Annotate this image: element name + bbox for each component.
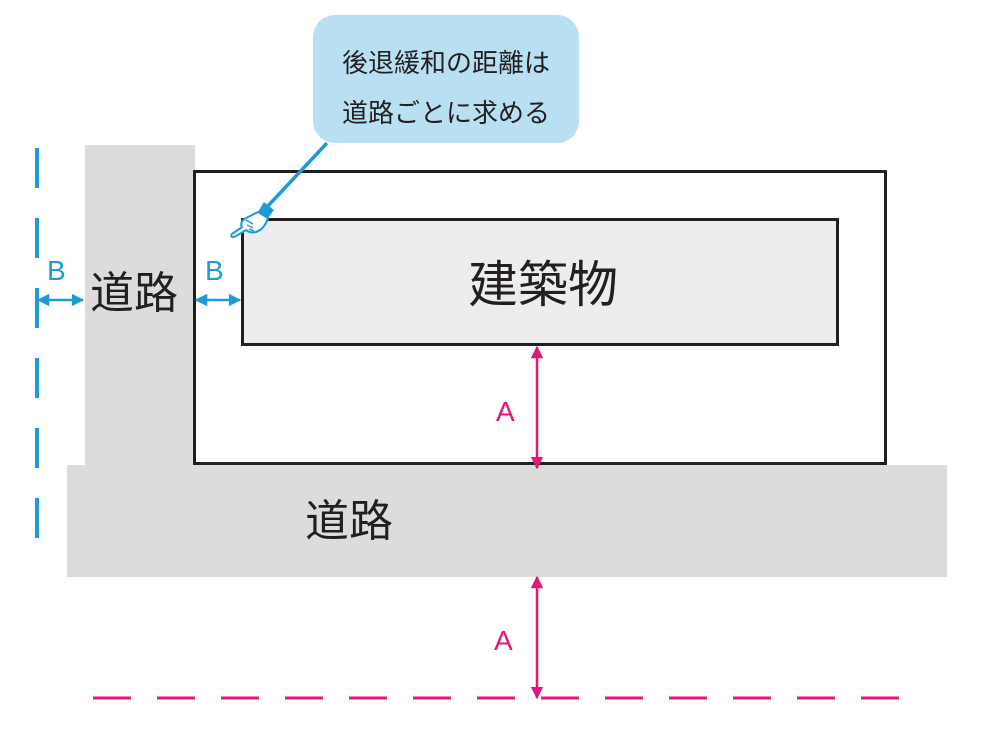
setback-a-upper-label: A (496, 396, 515, 427)
left-road-label: 道路 (90, 268, 178, 319)
setback-b-left-label: B (47, 255, 66, 286)
bottom-road (67, 465, 947, 577)
pointing-hand-icon (230, 202, 274, 239)
callout-line-1: 後退緩和の距離は (341, 49, 550, 79)
building-label: 建築物 (468, 256, 618, 314)
setback-a-lower-label: A (494, 625, 513, 656)
callout-leader (264, 141, 329, 210)
callout-bubble: 後退緩和の距離は 道路ごとに求める (313, 15, 579, 143)
callout-line-2: 道路ごとに求める (341, 99, 550, 129)
setback-b-right-label: B (205, 255, 224, 286)
bottom-road-label: 道路 (305, 496, 393, 547)
building-box (241, 218, 839, 346)
left-road (85, 145, 195, 470)
